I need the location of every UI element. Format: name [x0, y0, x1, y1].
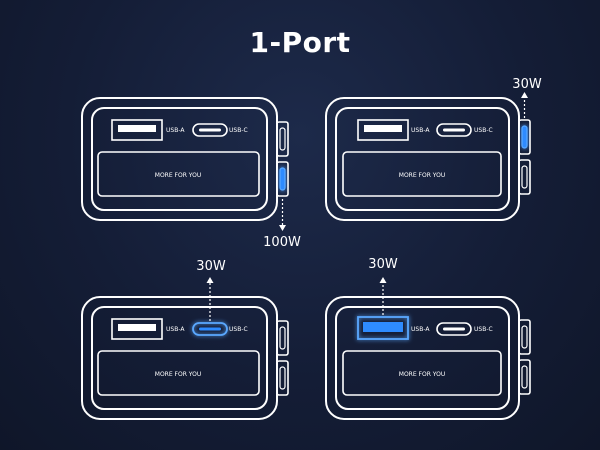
usb-c-port: [436, 322, 472, 336]
usb-a-port: [111, 318, 163, 340]
charger-face-panel: [342, 151, 502, 197]
wattage-label: 30W: [368, 257, 398, 272]
usb-c-port: [436, 123, 472, 137]
side-c-bottom-port: [518, 159, 531, 195]
charger-outer-shell: [81, 296, 278, 420]
charger-inner-shell: [335, 107, 510, 211]
usb-a-label: USB-A: [166, 127, 185, 134]
body-text: MORE FOR YOU: [155, 172, 201, 179]
panel-bottom-left: USB-A USB-C MORE FOR YOU 30W: [81, 259, 289, 420]
usb-a-port-active: [357, 316, 409, 340]
usb-c-label: USB-C: [474, 326, 493, 333]
side-c-top-port: [518, 319, 531, 355]
charger-face-panel: [97, 151, 260, 197]
usb-a-label: USB-A: [166, 326, 185, 333]
panel-top-left: USB-A USB-C MORE FOR YOU 100W: [81, 97, 301, 250]
charger-inner-shell: [91, 306, 268, 410]
side-c-top-port: [276, 121, 289, 157]
usb-c-port: [192, 123, 228, 137]
charger-outer-shell: [325, 97, 520, 221]
body-text: MORE FOR YOU: [399, 371, 445, 378]
usb-a-port: [111, 119, 163, 141]
usb-a-port: [357, 119, 409, 141]
wattage-label: 30W: [512, 77, 542, 92]
usb-c-label: USB-C: [229, 326, 248, 333]
side-c-bottom-port: [518, 359, 531, 395]
charger-inner-shell: [335, 306, 510, 410]
charger-outer-shell: [325, 296, 520, 420]
charger-inner-shell: [91, 107, 268, 211]
usb-c-port-active: [192, 322, 228, 336]
charger-outer-shell: [81, 97, 278, 221]
body-text: MORE FOR YOU: [155, 371, 201, 378]
usb-a-label: USB-A: [411, 326, 430, 333]
panel-top-right: USB-A USB-C MORE FOR YOU 30W: [325, 77, 542, 221]
charger-face-panel: [342, 350, 502, 396]
charger-face-panel: [97, 350, 260, 396]
wattage-label: 100W: [263, 235, 301, 250]
wattage-label: 30W: [196, 259, 226, 274]
side-c-top-port-active: [518, 119, 531, 155]
side-c-bottom-port-active: [276, 161, 289, 197]
side-c-top-port: [276, 320, 289, 356]
usb-a-label: USB-A: [411, 127, 430, 134]
page-title: 1-Port: [249, 26, 351, 59]
body-text: MORE FOR YOU: [399, 172, 445, 179]
usb-c-label: USB-C: [474, 127, 493, 134]
usb-c-label: USB-C: [229, 127, 248, 134]
panel-bottom-right: USB-A USB-C MORE FOR YOU 30W: [325, 257, 531, 420]
side-c-bottom-port: [276, 360, 289, 396]
